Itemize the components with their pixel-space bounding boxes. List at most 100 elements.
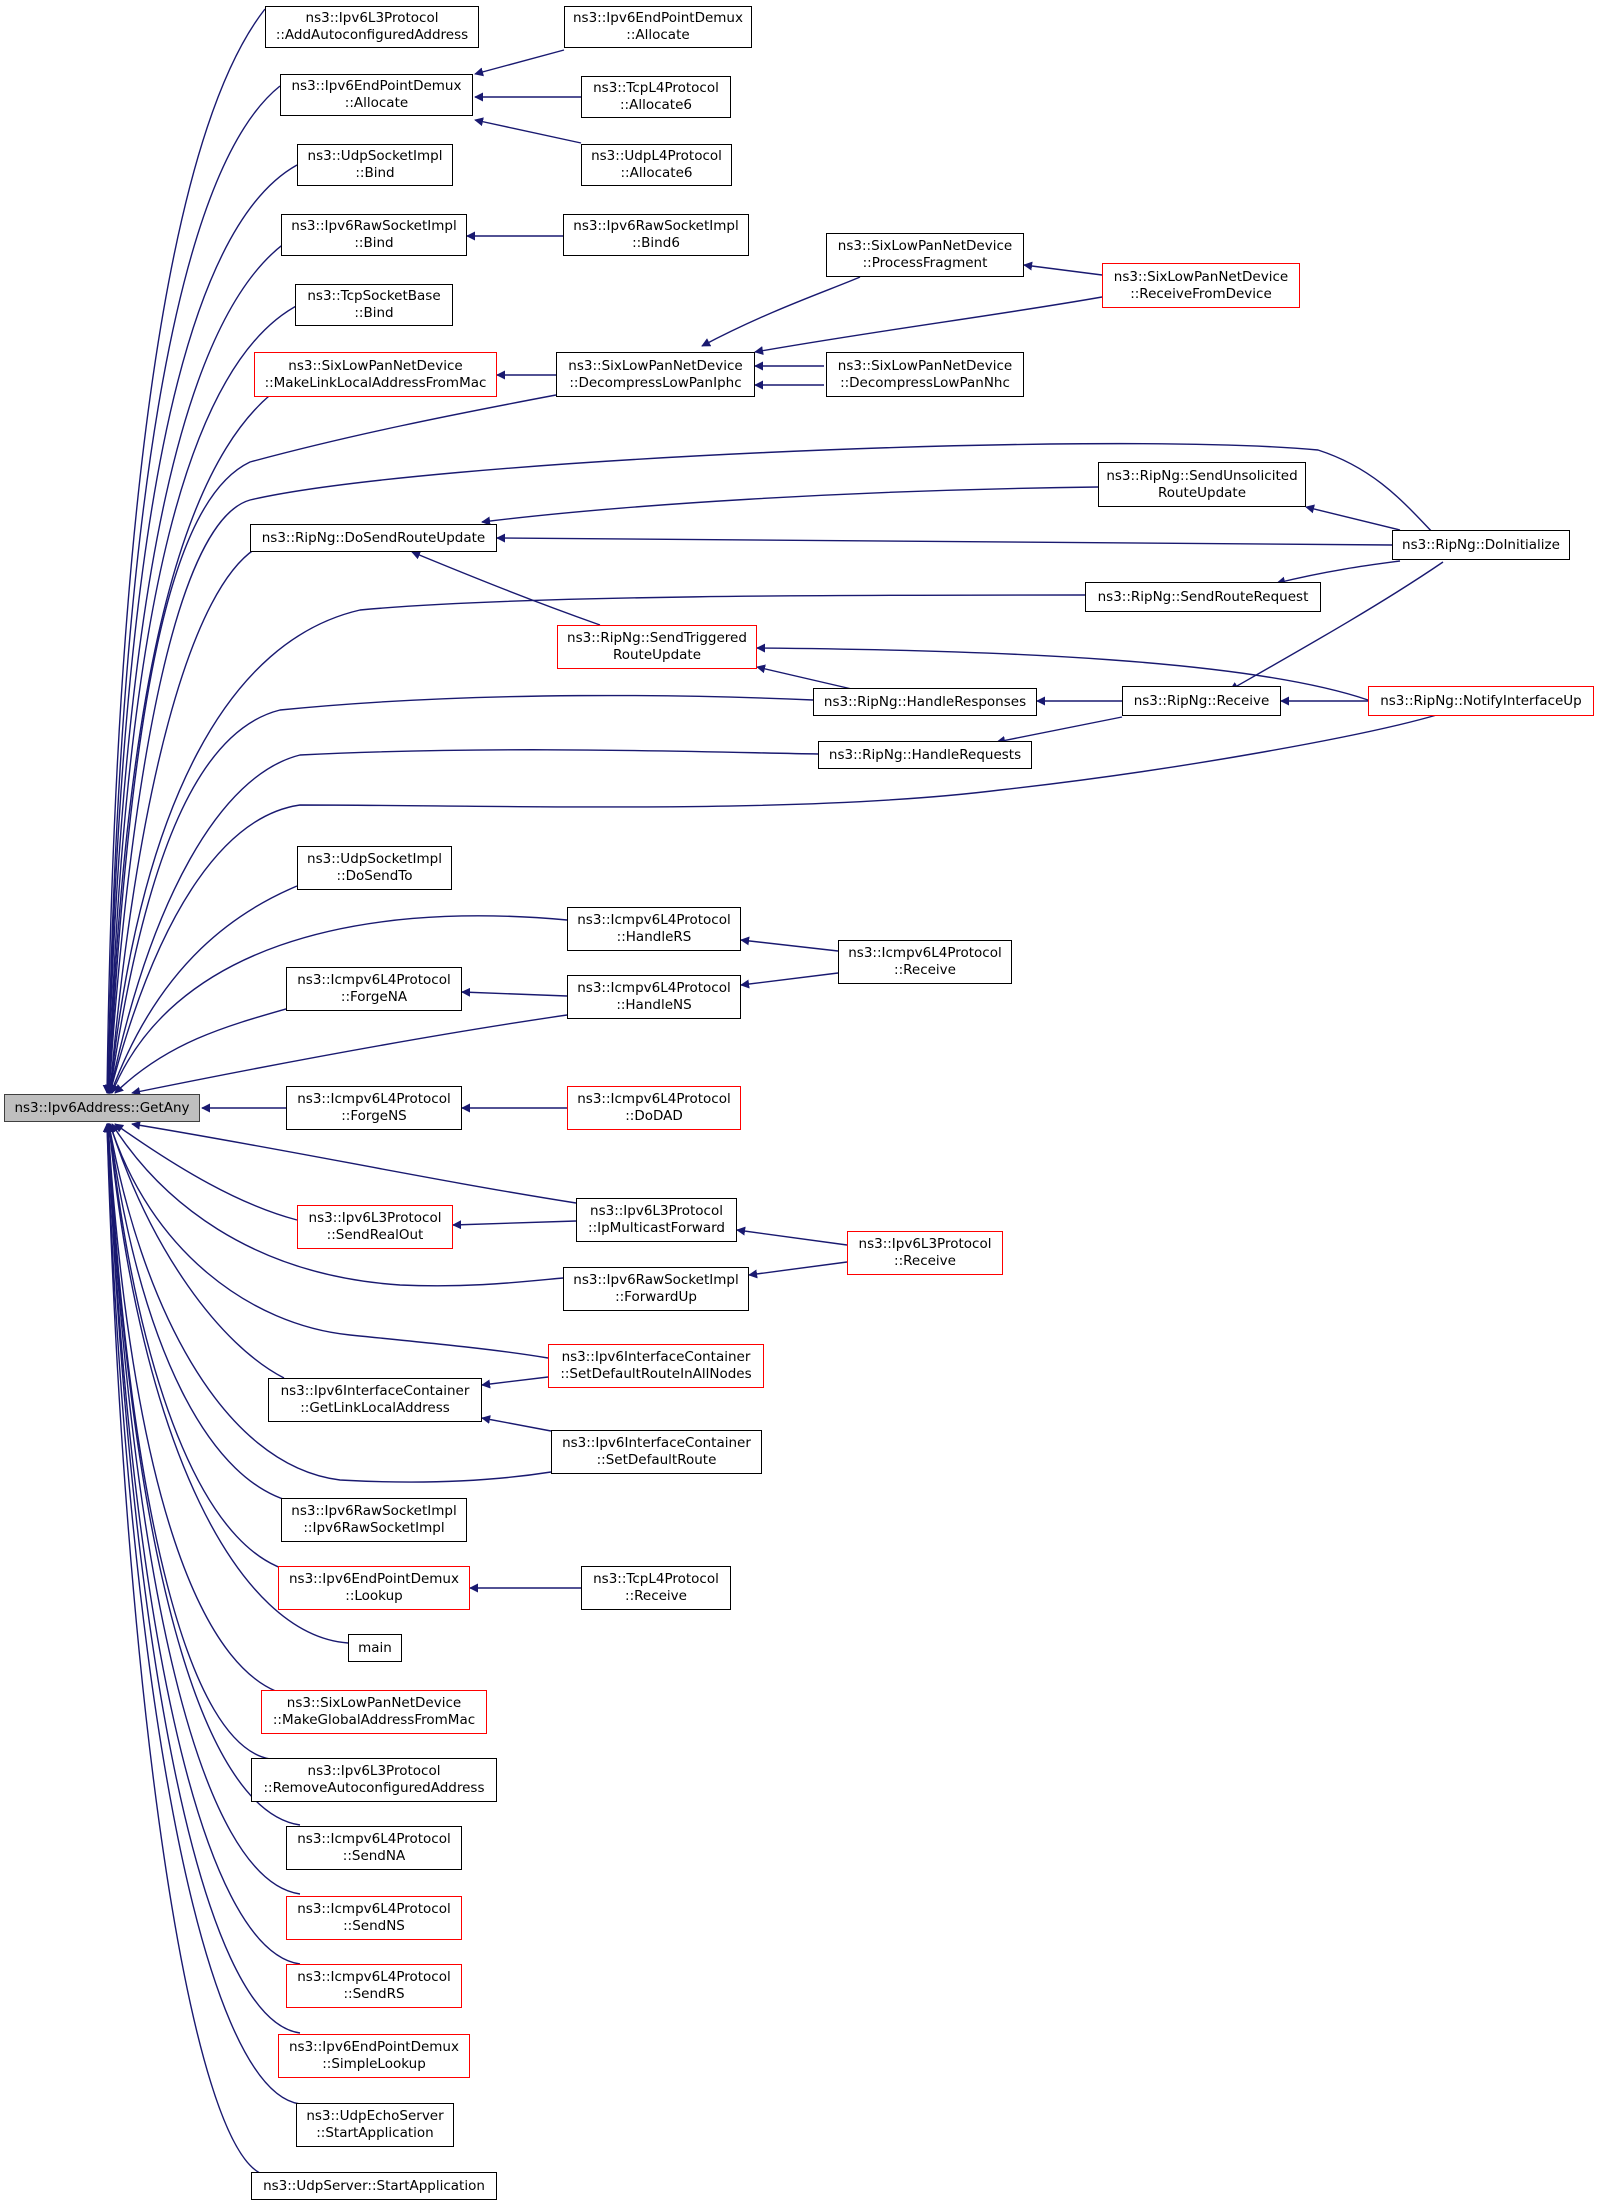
edge-udpserver_start [102,1123,266,2176]
node-ipv6l3-addautoconfiguredaddress[interactable]: ns3::Ipv6L3Protocol::AddAutoconfiguredAd… [265,6,479,48]
edge-dosendrt-to-sendunsol [481,486,1099,526]
edge-epdemux_lookup [105,1123,301,1574]
node-ripng-handlerequests[interactable]: ns3::RipNg::HandleRequests [818,741,1032,769]
edge-ipmcast-to-l3recv [736,1226,848,1246]
edge-udpsock_dosendto [109,885,298,1094]
edge-forgena-to-handlens [461,987,568,997]
edge-procfrag-to-recvfromdev [1023,261,1103,276]
node-udpsocketimpl-bind[interactable]: ns3::UdpSocketImpl::Bind [297,144,453,186]
edge-raw_ctor [105,1123,298,1504]
edge-alloc-to-udp6 [474,117,582,144]
edge-rip_dosendrt [106,544,263,1094]
node-tcpl4-allocate6[interactable]: ns3::TcpL4Protocol::Allocate6 [581,76,731,118]
node-ripng-dosendrouteupdate[interactable]: ns3::RipNg::DoSendRouteUpdate [250,524,497,552]
edge-getlinklocal-to-setdefroute [481,1415,552,1432]
node-tcpl4-receive[interactable]: ns3::TcpL4Protocol::Receive [581,1566,731,1610]
node-ipv6interfacecontainer-setdefaultrouteinallnodes[interactable]: ns3::Ipv6InterfaceContainer::SetDefaultR… [548,1344,764,1388]
edge-ifc_setdefroute [105,1123,552,1483]
edge-handlens-to-icmprecv [740,972,839,989]
node-icmpv6l4-sendna[interactable]: ns3::Icmpv6L4Protocol::SendNA [286,1826,462,1870]
node-icmpv6l4-sendrs[interactable]: ns3::Icmpv6L4Protocol::SendRS [286,1964,462,2008]
node-ipv6endpointdemux-allocate-caller[interactable]: ns3::Ipv6EndPointDemux::Allocate [564,6,752,48]
node-ripng-notifyinterfaceup[interactable]: ns3::RipNg::NotifyInterfaceUp [1368,686,1594,716]
edge-epdemux_alloc [103,85,281,1094]
edge-sendtrig-to-handleresp [756,664,857,691]
edge-epdemux_simplelookup [103,1123,301,2034]
node-icmpv6l4-dodad[interactable]: ns3::Icmpv6L4Protocol::DoDAD [567,1086,741,1130]
node-ipv6endpointdemux-allocate[interactable]: ns3::Ipv6EndPointDemux::Allocate [280,74,473,116]
edge-handlereq-to-receive [996,716,1123,745]
edge-ifc_setdefallnodes [108,1123,549,1359]
edge-udpecho_start [102,1123,301,2105]
edge-icmp_handlens [131,1014,568,1096]
node-ipv6rawsocketimpl-bind[interactable]: ns3::Ipv6RawSocketImpl::Bind [281,214,467,256]
node-main[interactable]: main [348,1634,402,1662]
node-ripng-receive[interactable]: ns3::RipNg::Receive [1122,686,1281,716]
edge-handlers-to-icmprecv [740,936,839,952]
node-ipv6interfacecontainer-getlinklocaladdress[interactable]: ns3::Ipv6InterfaceContainer::GetLinkLoca… [268,1378,482,1422]
node-ipv6endpointdemux-simplelookup[interactable]: ns3::Ipv6EndPointDemux::SimpleLookup [278,2034,470,2078]
edge-l3_sendrealout [114,1123,298,1221]
node-ripng-doinitialize[interactable]: ns3::RipNg::DoInitialize [1392,530,1570,560]
edge-sendrtreq-to-doinit [1276,560,1401,586]
node-ripng-handleresponses[interactable]: ns3::RipNg::HandleResponses [813,688,1037,716]
edge-main [105,1123,349,1644]
node-ipv6rawsocketimpl-bind6[interactable]: ns3::Ipv6RawSocketImpl::Bind6 [563,214,749,256]
node-sixlowpan-makelinklocaladdressfrommac[interactable]: ns3::SixLowPanNetDevice::MakeLinkLocalAd… [254,352,497,397]
edge-rip_notifyup [107,713,1441,1094]
edge-l3_rmautocfg [103,1123,271,1760]
node-udpl4-allocate6[interactable]: ns3::UdpL4Protocol::Allocate6 [581,144,732,186]
node-ipv6address-getany[interactable]: ns3::Ipv6Address::GetAny [4,1094,200,1122]
edge-icmp_sendna [103,1123,301,1826]
node-icmpv6l4-sendns[interactable]: ns3::Icmpv6L4Protocol::SendNS [286,1896,462,1940]
node-ipv6l3-receive[interactable]: ns3::Ipv6L3Protocol::Receive [847,1231,1003,1275]
edge-rip_sendrtreq [106,594,1086,1094]
edge-six_decompiphc [104,394,557,1094]
edge-sendunsol-to-doinit [1305,504,1401,531]
node-tcpsocketbase-bind[interactable]: ns3::TcpSocketBase::Bind [295,284,453,326]
node-sixlowpan-processfragment[interactable]: ns3::SixLowPanNetDevice::ProcessFragment [826,233,1024,277]
node-ripng-sendrouterequest[interactable]: ns3::RipNg::SendRouteRequest [1085,582,1321,612]
node-icmpv6l4-receive[interactable]: ns3::Icmpv6L4Protocol::Receive [838,940,1012,984]
node-ipv6rawsocketimpl-constructor[interactable]: ns3::Ipv6RawSocketImpl::Ipv6RawSocketImp… [281,1498,467,1542]
edge-iphc-to-procfrag [701,276,861,347]
edge-receive-to-doinit [1229,561,1444,691]
node-icmpv6l4-forgens[interactable]: ns3::Icmpv6L4Protocol::ForgeNS [286,1086,462,1130]
node-ipv6rawsocketimpl-forwardup[interactable]: ns3::Ipv6RawSocketImpl::ForwardUp [563,1267,749,1311]
edge-raw_bind [103,234,298,1094]
edge-sendrealout-to-ipmcast [452,1220,577,1230]
node-ipv6l3-ipmulticastforward[interactable]: ns3::Ipv6L3Protocol::IpMulticastForward [576,1198,737,1242]
node-udpserver-startapplication[interactable]: ns3::UdpServer::StartApplication [251,2172,497,2200]
node-ipv6l3-sendrealout[interactable]: ns3::Ipv6L3Protocol::SendRealOut [297,1205,453,1249]
edge-rip_handleresp [106,694,814,1094]
edge-icmp_forgena [114,1004,301,1094]
node-ipv6endpointdemux-lookup[interactable]: ns3::Ipv6EndPointDemux::Lookup [278,1566,470,1610]
edge-fwdup-to-l3recv [748,1261,848,1279]
node-sixlowpan-receivefromdevice[interactable]: ns3::SixLowPanNetDevice::ReceiveFromDevi… [1102,263,1300,308]
edge-dosendrt-to-doinit [496,533,1393,546]
edge-dosendrt-to-sendtrig [411,550,601,626]
node-sixlowpan-decompresslowpannhc[interactable]: ns3::SixLowPanNetDevice::DecompressLowPa… [826,352,1024,397]
edge-rip_handlereq [107,749,819,1094]
edge-raw_fwdup [111,1123,564,1287]
edge-icmp_sendns [103,1123,301,1895]
node-ipv6interfacecontainer-setdefaultroute[interactable]: ns3::Ipv6InterfaceContainer::SetDefaultR… [551,1430,762,1474]
node-icmpv6l4-forgena[interactable]: ns3::Icmpv6L4Protocol::ForgeNA [286,967,462,1011]
edge-udpsock_bind [103,164,298,1094]
node-icmpv6l4-handlers[interactable]: ns3::Icmpv6L4Protocol::HandleRS [567,907,741,951]
edge-getlinklocal-to-setdefall [481,1376,549,1389]
edge-six_mkglobal [104,1123,301,1698]
node-sixlowpan-makeglobaladdressfrommac[interactable]: ns3::SixLowPanNetDevice::MakeGlobalAddre… [261,1690,487,1734]
edge-sendtrig-to-notifyup [756,643,1369,701]
node-ipv6l3-removeautoconfiguredaddress[interactable]: ns3::Ipv6L3Protocol::RemoveAutoconfigure… [251,1758,497,1802]
node-icmpv6l4-handlens[interactable]: ns3::Icmpv6L4Protocol::HandleNS [567,975,741,1019]
node-udpsocketimpl-dosendto[interactable]: ns3::UdpSocketImpl::DoSendTo [297,846,452,890]
edge-tcpbase_bind [104,303,301,1094]
node-sixlowpan-decompresslowpaniphc[interactable]: ns3::SixLowPanNetDevice::DecompressLowPa… [556,352,755,397]
edge-iphc-to-recvfromdev [754,296,1103,356]
edge-l3_addautocfg [102,8,266,1094]
node-udpechoserver-startapplication[interactable]: ns3::UdpEchoServer::StartApplication [296,2103,454,2147]
